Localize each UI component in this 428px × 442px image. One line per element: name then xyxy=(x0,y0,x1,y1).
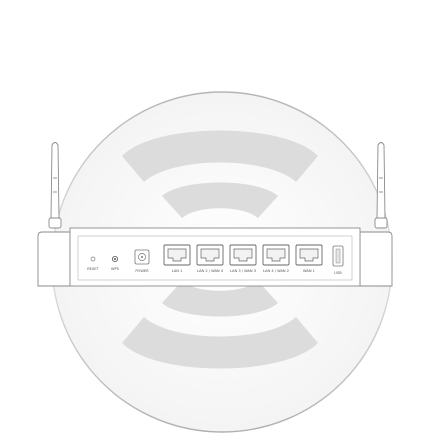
antenna-left xyxy=(48,142,62,229)
router-side-left xyxy=(37,231,71,287)
wifi-wave-top-inner xyxy=(162,182,278,218)
ethernet-port-label: LAN 2 / WAN 4 xyxy=(197,269,224,273)
ethernet-port[interactable]: LAN 2 / WAN 4 xyxy=(196,244,224,273)
wifi-wave-bottom-inner xyxy=(162,281,278,317)
wifi-wave-top-outer xyxy=(122,130,318,182)
wifi-waves-top xyxy=(122,130,318,218)
ethernet-port[interactable]: WAN 1 xyxy=(295,244,323,273)
router-side-right xyxy=(359,231,393,287)
usb-port[interactable]: USB xyxy=(332,245,344,275)
wifi-wave-bottom-outer xyxy=(122,317,318,369)
power-label: POWER xyxy=(135,269,149,273)
wps-button[interactable]: WPS xyxy=(111,255,120,271)
ethernet-ports: LAN 1 LAN 2 / WAN 4 LAN 3 / WAN 3 LAN 4 / W… xyxy=(163,244,323,273)
reset-hole-icon xyxy=(90,256,96,262)
ethernet-port-label: LAN 3 / WAN 3 xyxy=(230,269,256,273)
ethernet-port[interactable]: LAN 1 xyxy=(163,244,191,273)
power-port[interactable]: POWER xyxy=(134,249,150,273)
wifi-waves-bottom xyxy=(122,281,318,369)
wps-label: WPS xyxy=(111,267,120,271)
usb-label: USB xyxy=(334,271,342,275)
ethernet-port[interactable]: LAN 3 / WAN 3 xyxy=(229,244,257,273)
antenna-right xyxy=(374,142,388,229)
ethernet-port-label: WAN 1 xyxy=(303,269,315,273)
ethernet-port-label: LAN 4 / WAN 2 xyxy=(263,269,289,273)
ethernet-port-label: LAN 1 xyxy=(172,269,183,273)
reset-label: RESET xyxy=(87,267,99,271)
ethernet-port[interactable]: LAN 4 / WAN 2 xyxy=(262,244,290,273)
router-panel-inset xyxy=(77,235,353,281)
reset-button[interactable]: RESET xyxy=(87,256,100,271)
